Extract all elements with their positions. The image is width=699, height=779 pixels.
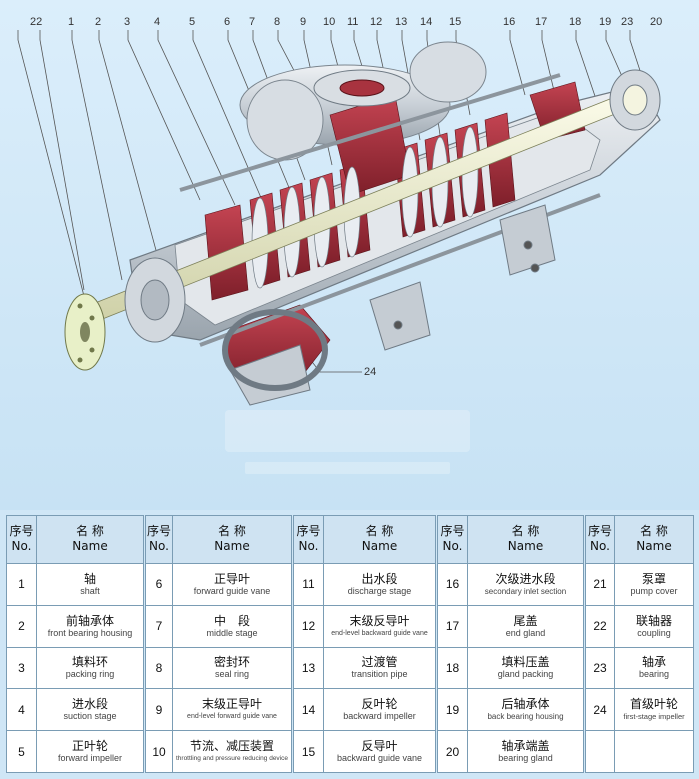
callout-8: 8	[274, 16, 281, 28]
callout-4: 4	[154, 16, 161, 28]
callout-17: 17	[535, 16, 548, 28]
callout-20: 20	[650, 16, 663, 28]
callout-3: 3	[124, 16, 131, 28]
callout-9: 9	[300, 16, 307, 28]
callout-23: 23	[621, 16, 634, 28]
support-feet	[229, 204, 556, 406]
callout-16: 16	[503, 16, 516, 28]
callout-1: 1	[68, 16, 75, 28]
pump-illustration	[17, 30, 661, 474]
callout-15: 15	[449, 16, 462, 28]
callout-24: 24	[364, 366, 377, 378]
callout-7: 7	[249, 16, 256, 28]
watermark-logo	[225, 410, 470, 474]
callout-10: 10	[323, 16, 336, 28]
pump-cutaway-diagram: 22 1 2 3 4 5 6 7 8 9 10 11 12 13 14 15 1…	[0, 0, 699, 510]
callout-2: 2	[95, 16, 102, 28]
callout-22: 22	[30, 16, 43, 28]
callout-13: 13	[395, 16, 408, 28]
callout-19: 19	[599, 16, 612, 28]
coupling-flange	[64, 293, 106, 371]
discharge-flange	[313, 69, 411, 107]
callout-5: 5	[189, 16, 196, 28]
callout-6: 6	[224, 16, 231, 28]
callout-18: 18	[569, 16, 582, 28]
callout-12: 12	[370, 16, 383, 28]
table-row	[585, 730, 694, 773]
callout-11: 11	[347, 16, 359, 28]
callout-14: 14	[420, 16, 433, 28]
